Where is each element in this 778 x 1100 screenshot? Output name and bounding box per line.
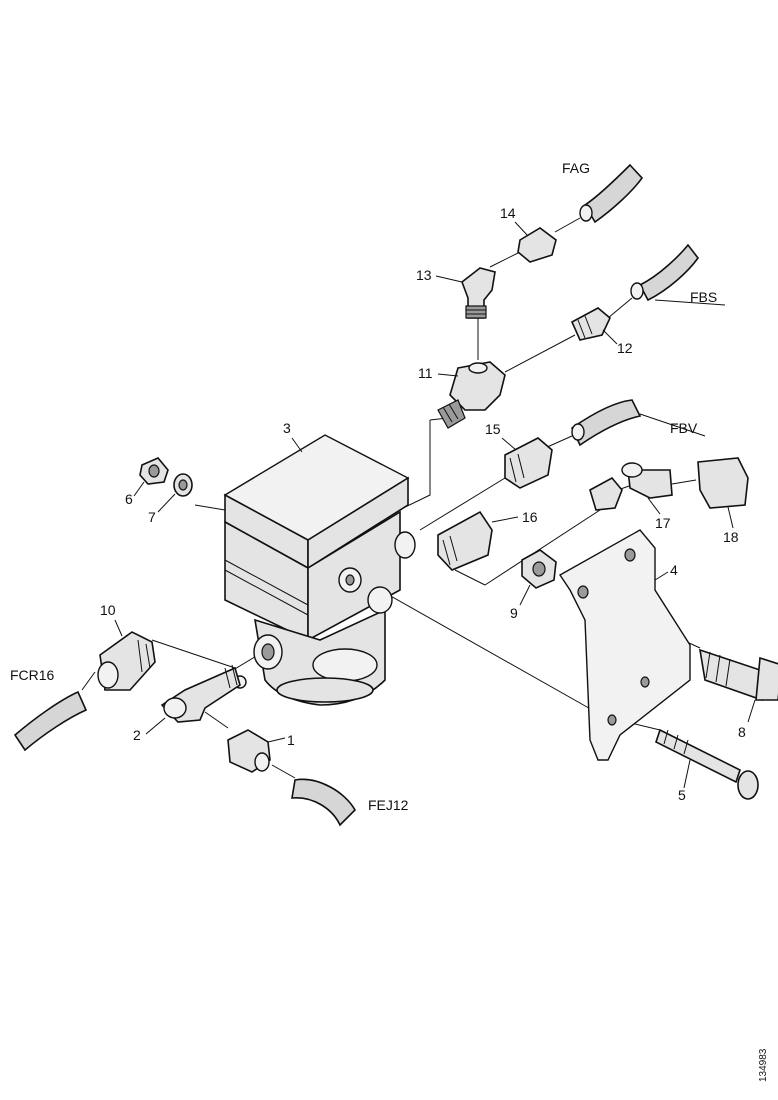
hose-label-fbv: FBV — [670, 420, 698, 436]
valve-body — [223, 434, 416, 706]
hose-fbv — [570, 399, 642, 447]
hose-fej12 — [291, 778, 356, 827]
part-label-16: 16 — [522, 509, 538, 525]
part-label-7: 7 — [148, 509, 156, 525]
mounting-bracket — [558, 529, 691, 761]
hoses — [13, 163, 699, 827]
part-label-3: 3 — [283, 420, 291, 436]
hose-label-fag: FAG — [562, 160, 590, 176]
part-label-4: 4 — [670, 562, 678, 578]
part-labels: 14 13 12 11 15 3 6 7 16 17 18 4 9 10 8 2… — [100, 205, 756, 803]
hose-label-fej12: FEJ12 — [368, 797, 409, 813]
hose-label-fbs: FBS — [690, 289, 717, 305]
part-label-14: 14 — [500, 205, 516, 221]
part-label-10: 10 — [100, 602, 116, 618]
hose-labels: FAG FBS FBV FCR16 FEJ12 — [10, 160, 726, 813]
part-label-1: 1 — [287, 732, 295, 748]
hose-label-fcr16: FCR16 — [10, 667, 55, 683]
part-label-8: 8 — [738, 724, 746, 740]
part-label-6: 6 — [125, 491, 133, 507]
part-label-15: 15 — [485, 421, 501, 437]
part-label-11: 11 — [418, 365, 433, 381]
part-label-18: 18 — [723, 529, 739, 545]
hose-fcr16 — [13, 690, 88, 752]
fittings — [97, 204, 778, 800]
part-label-17: 17 — [655, 515, 671, 531]
part-label-9: 9 — [510, 605, 518, 621]
part-label-13: 13 — [416, 267, 432, 283]
part-label-12: 12 — [617, 340, 633, 356]
hose-fbs — [638, 243, 699, 302]
hose-fag — [583, 163, 644, 224]
part-label-5: 5 — [678, 787, 686, 803]
part-label-2: 2 — [133, 727, 141, 743]
reference-code: 134983 — [758, 1048, 769, 1082]
